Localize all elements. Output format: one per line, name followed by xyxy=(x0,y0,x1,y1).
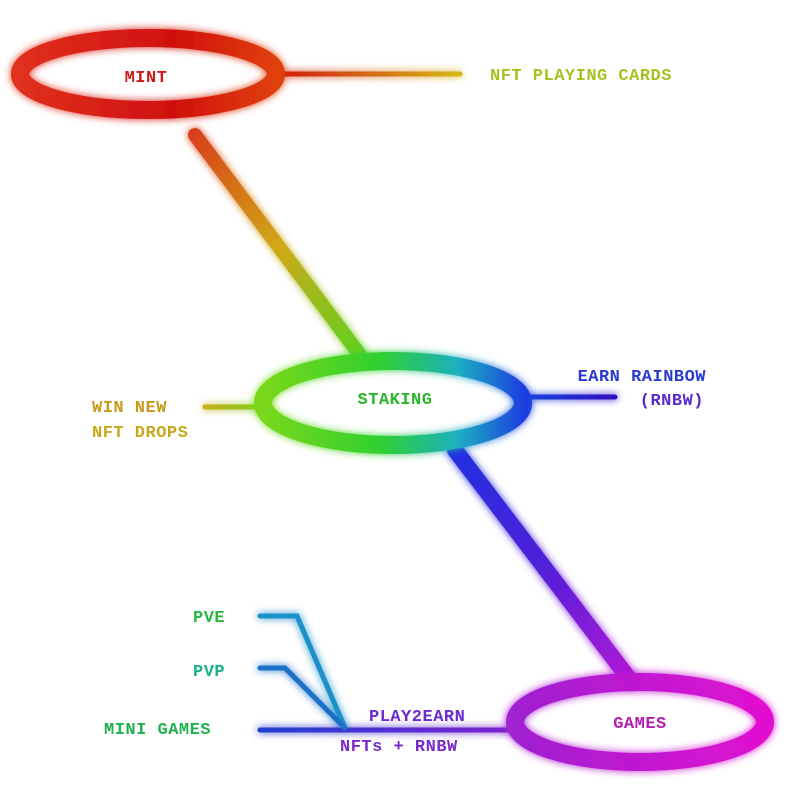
nft-playing-cards-label: NFT PLAYING CARDS xyxy=(490,67,672,86)
branch-pve xyxy=(257,613,348,731)
branch-pvp xyxy=(257,665,348,731)
pvp-label: PVP xyxy=(193,663,225,682)
games-node xyxy=(506,673,774,771)
link-mint-staking xyxy=(188,128,367,362)
staking-label: STAKING xyxy=(358,391,433,410)
link-staking-games xyxy=(447,442,638,688)
earn-rainbow-label-line1: EARN RAINBOW xyxy=(578,368,707,387)
mint-node xyxy=(11,29,285,119)
games-label: GAMES xyxy=(613,715,667,734)
earn-rainbow-label-line2: (RNBW) xyxy=(640,392,704,411)
mini-games-label: MINI GAMES xyxy=(104,721,211,740)
play2earn-label-line1: PLAY2EARN xyxy=(369,708,465,727)
win-new-label-line2: NFT DROPS xyxy=(92,424,188,443)
play2earn-label-line2: NFTs + RNBW xyxy=(340,738,458,757)
pve-label: PVE xyxy=(193,609,225,628)
win-new-label-line1: WIN NEW xyxy=(92,399,167,418)
mint-label: MINT xyxy=(125,69,168,88)
staking-node xyxy=(254,352,532,454)
